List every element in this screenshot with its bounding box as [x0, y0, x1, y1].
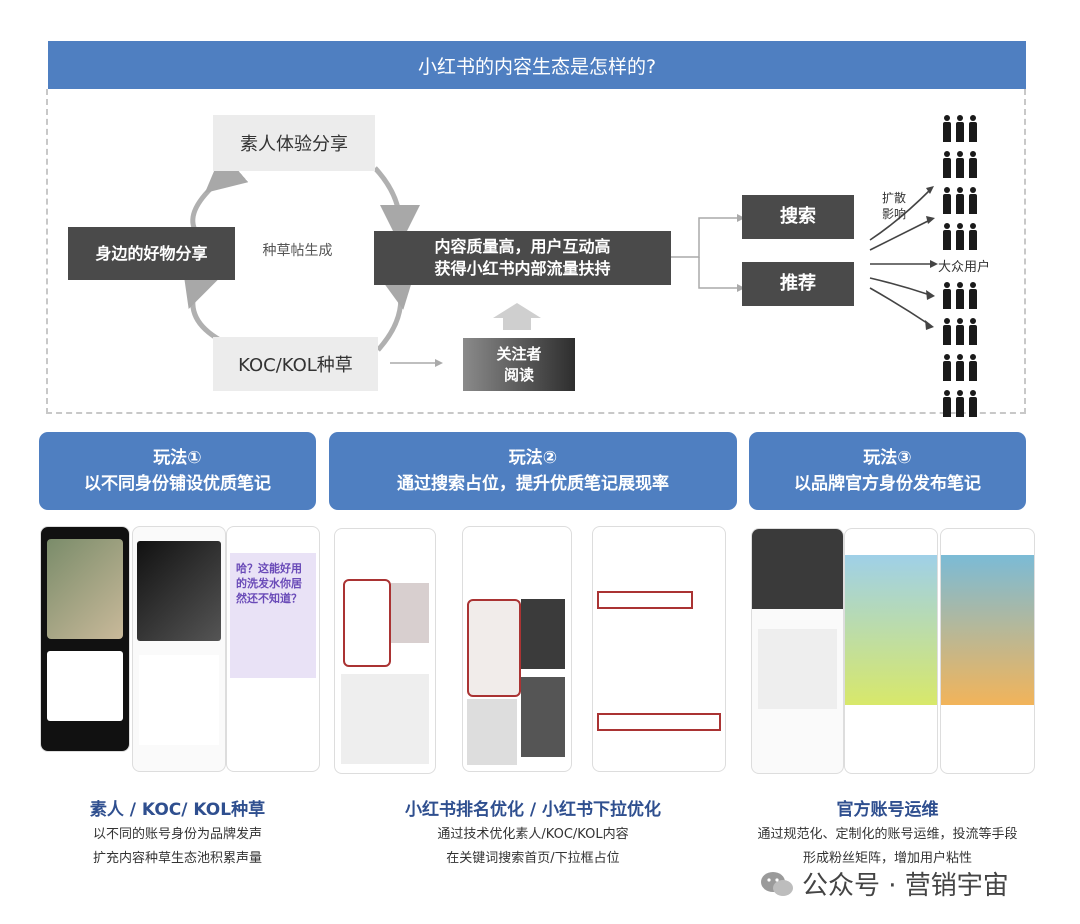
- cycle-arrow-left-top: [190, 151, 249, 232]
- screenshot-1a: [40, 526, 130, 752]
- up-arrow: [493, 303, 541, 330]
- person-icon: [941, 390, 952, 418]
- person-icon: [941, 151, 952, 179]
- person-icon: [967, 318, 978, 346]
- screenshot-3a: [751, 528, 844, 774]
- play-1-title: 素人 / KOC/ KOL种草: [89, 800, 266, 820]
- audience-top-group: [940, 115, 985, 259]
- follower-line-2: 阅读: [503, 365, 534, 384]
- recommend-label: 推荐: [780, 273, 816, 294]
- person-icon: [967, 115, 978, 143]
- diagram-title: 小红书的内容生态是怎样的?: [417, 55, 657, 78]
- person-icon: [954, 115, 965, 143]
- person-icon: [954, 223, 965, 251]
- watermark: 公众号 · 营销宇宙: [760, 865, 1009, 902]
- note-bubble-text: 哈？这能好用的洗发水你居然还不知道？: [236, 562, 302, 605]
- person-icon: [941, 354, 952, 382]
- play-3-desc-2: 形成粉丝矩阵，增加用户粘性: [802, 851, 972, 866]
- cycle-bottom-box: KOC/KOL种草: [213, 337, 378, 391]
- quality-line-2: 获得小红书内部流量扶持: [434, 259, 611, 278]
- spread-arrows: [869, 186, 938, 330]
- play-1-header: 玩法① 以不同身份铺设优质笔记: [39, 432, 316, 510]
- follower-line-1: 关注者: [496, 344, 542, 363]
- wechat-icon: [761, 871, 793, 896]
- spread-line-1: 扩散: [882, 191, 907, 205]
- cycle-bottom-label: KOC/KOL种草: [238, 355, 353, 376]
- person-icon: [954, 187, 965, 215]
- play-3-header: 玩法③ 以品牌官方身份发布笔记: [749, 432, 1026, 510]
- play-2-desc-1: 通过技术优化素人/KOC/KOL内容: [437, 827, 629, 842]
- person-icon: [967, 390, 978, 418]
- spread-line-2: 影响: [882, 207, 907, 221]
- person-icon: [967, 151, 978, 179]
- person-icon: [954, 390, 965, 418]
- cycle-left-label: 身边的好物分享: [95, 243, 208, 263]
- person-icon: [967, 282, 978, 310]
- play-2-subtitle: 通过搜索占位，提升优质笔记展现率: [397, 474, 669, 494]
- cycle-arrow-right-top: [373, 166, 420, 245]
- search-label: 搜索: [780, 206, 816, 227]
- audience-bottom-group: [940, 282, 985, 426]
- cycle-center-label: 种草帖生成: [262, 243, 333, 259]
- cycle-top-label: 素人体验分享: [240, 134, 348, 155]
- audience-label: 大众用户: [938, 260, 991, 275]
- play-1-desc-1: 以不同的账号身份为品牌发声: [92, 827, 262, 842]
- play-2-title: 小红书排名优化 / 小红书下拉优化: [404, 800, 662, 820]
- follower-box: 关注者 阅读: [463, 338, 575, 391]
- person-icon: [954, 151, 965, 179]
- screenshot-1b: [132, 526, 226, 772]
- diagram-title-banner: 小红书的内容生态是怎样的?: [48, 41, 1026, 89]
- person-icon: [954, 318, 965, 346]
- quality-box: 内容质量高，用户互动高 获得小红书内部流量扶持: [374, 231, 671, 285]
- person-icon: [941, 187, 952, 215]
- person-icon: [941, 223, 952, 251]
- split-arrows: [671, 214, 745, 292]
- person-icon: [967, 187, 978, 215]
- screenshot-1c: 哈？这能好用的洗发水你居然还不知道？: [226, 526, 320, 772]
- cycle-left-box: 身边的好物分享: [68, 227, 235, 280]
- ecosystem-frame: [46, 89, 1026, 414]
- person-icon: [941, 318, 952, 346]
- cycle-top-box: 素人体验分享: [213, 115, 375, 171]
- play-3-number: 玩法③: [863, 448, 912, 468]
- play-1-desc-2: 扩充内容种草生态池积累声量: [92, 851, 262, 866]
- play-2-header: 玩法② 通过搜索占位，提升优质笔记展现率: [329, 432, 737, 510]
- follower-arrow-head: [435, 359, 443, 367]
- screenshot-2a: [334, 528, 436, 774]
- play-1-number: 玩法①: [153, 448, 202, 468]
- spread-label: 扩散 影响: [882, 190, 906, 222]
- play-3-title: 官方账号运维: [836, 800, 939, 820]
- screenshot-3c: [940, 528, 1035, 774]
- watermark-text: 公众号 · 营销宇宙: [802, 871, 1009, 901]
- cycle-arrow-left-bottom: [182, 264, 222, 343]
- screenshot-2b: [462, 526, 572, 772]
- play-2-number: 玩法②: [508, 448, 558, 468]
- cycle-arrow-right-bottom: [376, 266, 417, 352]
- person-icon: [967, 354, 978, 382]
- follower-arrows: [390, 303, 541, 367]
- recommend-box: 推荐: [742, 262, 854, 306]
- person-icon: [954, 282, 965, 310]
- person-icon: [941, 115, 952, 143]
- search-box: 搜索: [742, 195, 854, 239]
- play-3-subtitle: 以品牌官方身份发布笔记: [794, 474, 981, 494]
- play-3-desc-1: 通过规范化、定制化的账号运维，投流等手段: [757, 827, 1018, 842]
- person-icon: [954, 354, 965, 382]
- cycle-arrows: [182, 151, 420, 352]
- person-icon: [967, 223, 978, 251]
- person-icon: [941, 282, 952, 310]
- screenshot-3b: [844, 528, 938, 774]
- quality-line-1: 内容质量高，用户互动高: [434, 237, 611, 256]
- play-2-desc-2: 在关键词搜索首页/下拉框占位: [446, 851, 620, 866]
- play-1-subtitle: 以不同身份铺设优质笔记: [84, 474, 271, 494]
- screenshot-2c: [592, 526, 726, 772]
